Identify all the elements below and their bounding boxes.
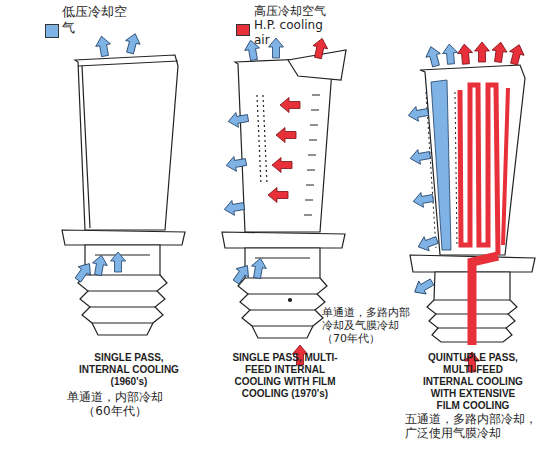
cooling-arrow — [507, 43, 527, 66]
blade-1970s — [222, 50, 346, 338]
cooling-arrow — [225, 155, 247, 173]
root-feed-passage — [472, 256, 498, 345]
low-pressure-arrows — [72, 32, 143, 285]
blade-1960s — [62, 55, 185, 335]
cooling-arrow — [230, 261, 254, 286]
caption-text: QUINTUPLE PASS, MULTI-FEED INTERNAL COOL… — [420, 352, 526, 412]
trailing-edge-slots — [304, 95, 320, 215]
cooling-arrow — [268, 188, 288, 203]
cooling-arrow — [475, 42, 490, 62]
cooling-arrow — [416, 233, 440, 254]
film-holes — [257, 95, 267, 185]
cooling-arrow — [457, 43, 474, 64]
cooling-arrow — [250, 257, 268, 279]
root-serration — [245, 258, 320, 326]
legend-text: 高压冷却空气 H.P. cooling air — [254, 4, 339, 47]
legend-swatch — [45, 24, 59, 38]
cooling-arrow — [223, 199, 245, 217]
airfoil — [75, 55, 178, 230]
cooling-arrow — [409, 148, 431, 166]
high-pressure-arrows — [268, 37, 329, 365]
low-pressure-passage — [431, 80, 451, 250]
root-serration — [85, 255, 160, 323]
fir-tree-root — [78, 245, 167, 335]
platform — [62, 230, 185, 245]
cooling-arrow — [111, 252, 126, 272]
serpentine-passage — [460, 85, 498, 255]
caption-text: 单通道，多路内部冷却及气膜冷却 （70年代） — [322, 306, 414, 346]
caption-text: 单通道，内部冷却 （60年代） — [60, 390, 170, 419]
platform — [222, 232, 345, 248]
cooling-arrow — [272, 158, 292, 173]
cooling-arrow — [280, 98, 300, 113]
film-holes — [426, 92, 457, 248]
cooling-arrow — [411, 276, 436, 299]
cooling-arrow — [491, 41, 509, 63]
cooling-arrow — [269, 38, 284, 58]
caption-text: SINGLE PASS, MULTI-FEED INTERNAL COOLING… — [232, 352, 338, 400]
low-pressure-arrows — [223, 38, 283, 286]
legend-text: 低压冷却空气 — [62, 4, 128, 35]
caption-text: SINGLE PASS, INTERNAL COOLING (1960's) — [76, 352, 182, 388]
legend-swatch — [236, 24, 250, 36]
cooling-arrow — [123, 32, 143, 55]
cooling-arrow — [442, 43, 459, 64]
internal-passages — [426, 80, 508, 345]
airfoil — [420, 65, 525, 255]
cooling-arrow — [227, 111, 249, 129]
cooling-arrow — [407, 105, 429, 123]
caption-text: 五通道，多路内部冷却，广泛使用气膜冷却 — [405, 412, 545, 441]
airfoil — [235, 58, 332, 232]
cooling-arrow — [424, 45, 444, 68]
cooling-arrow — [412, 191, 434, 209]
fir-tree-root — [238, 248, 327, 338]
cooling-arrow — [311, 37, 330, 60]
tip-cap — [78, 61, 178, 66]
trailing-edge-passage — [503, 88, 508, 245]
root-hole — [289, 299, 292, 302]
cooling-arrow — [94, 35, 112, 57]
leading-edge-line — [82, 66, 90, 228]
low-pressure-arrows — [407, 43, 458, 298]
high-pressure-arrows — [457, 41, 527, 372]
cooling-arrow — [276, 128, 296, 143]
cooling-arrow — [91, 254, 109, 276]
